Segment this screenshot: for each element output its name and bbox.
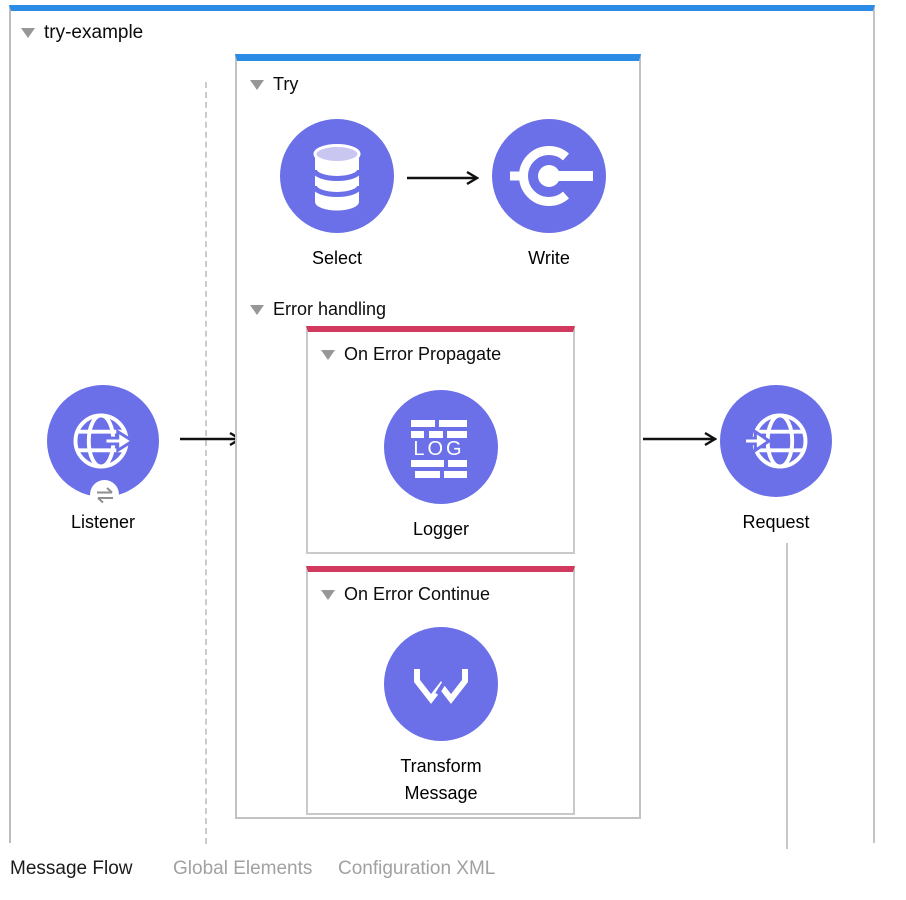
request-button[interactable] — [720, 385, 832, 497]
collapse-triangle-icon[interactable] — [321, 349, 335, 360]
node-write: Write — [464, 119, 634, 272]
try-scope[interactable]: Try Select — [235, 54, 641, 819]
flow-arrow-select-to-write — [407, 170, 479, 186]
select-button[interactable] — [280, 119, 394, 233]
collapse-triangle-icon[interactable] — [321, 589, 335, 600]
flow-arrow-try-to-request — [643, 431, 717, 447]
listener-button[interactable] — [47, 385, 159, 509]
node-label-request: Request — [742, 512, 810, 532]
try-scope-header: Try — [250, 74, 298, 95]
node-label-logger: Logger — [412, 519, 470, 539]
on-error-propagate-scope[interactable]: On Error Propagate — [306, 326, 575, 554]
on-error-propagate-label: On Error Propagate — [344, 344, 502, 364]
collapse-triangle-icon[interactable] — [250, 304, 264, 315]
tab-message-flow[interactable]: Message Flow — [10, 858, 133, 879]
collapse-triangle-icon[interactable] — [21, 28, 35, 38]
node-listener: Listener — [18, 385, 188, 536]
dataweave-transform-icon — [414, 664, 468, 704]
error-handling-label: Error handling — [273, 299, 387, 319]
exchange-arrows-icon — [96, 486, 113, 503]
node-label-listener: Listener — [70, 512, 136, 532]
logger-icon: LOG — [411, 420, 467, 478]
two-way-message-badge — [90, 480, 119, 509]
http-request-globe-icon — [743, 413, 808, 469]
flow-title: try-example — [44, 22, 144, 43]
write-button[interactable] — [492, 119, 606, 233]
flow-arrow-listener-to-try — [180, 431, 242, 447]
error-handling-header: Error handling — [250, 299, 386, 320]
node-label-select: Select — [311, 248, 363, 268]
editor-tab-bar: Message Flow Global Elements Configurati… — [0, 852, 906, 892]
transform-message-button[interactable] — [384, 627, 498, 741]
flow-header: try-example — [21, 22, 143, 44]
node-transform-message: Transform Message — [356, 627, 526, 807]
file-write-icon — [510, 146, 593, 206]
node-logger: LOG Logger — [356, 390, 526, 543]
transform-label-line2: Message — [404, 783, 478, 803]
source-process-divider — [205, 82, 207, 844]
transform-label-line1: Transform — [400, 756, 482, 776]
http-listener-globe-icon — [73, 413, 136, 469]
database-select-icon — [312, 144, 362, 211]
on-error-continue-label: On Error Continue — [344, 584, 491, 604]
on-error-propagate-header: On Error Propagate — [321, 344, 501, 365]
request-connector-line — [786, 543, 788, 849]
logger-button[interactable]: LOG — [384, 390, 498, 504]
on-error-continue-scope[interactable]: On Error Continue Transform Message — [306, 566, 575, 815]
try-scope-label: Try — [273, 74, 299, 94]
node-select: Select — [252, 119, 422, 272]
tab-global-elements[interactable]: Global Elements — [173, 858, 313, 879]
tab-configuration-xml[interactable]: Configuration XML — [338, 858, 496, 879]
node-label-write: Write — [528, 248, 570, 268]
logger-icon-text: LOG — [413, 438, 464, 460]
node-request: Request — [691, 385, 861, 536]
flow-container-try-example[interactable]: try-example — [9, 5, 875, 849]
on-error-continue-header: On Error Continue — [321, 584, 490, 605]
collapse-triangle-icon[interactable] — [250, 79, 264, 90]
node-label-transform-message: Transform Message — [356, 753, 526, 807]
